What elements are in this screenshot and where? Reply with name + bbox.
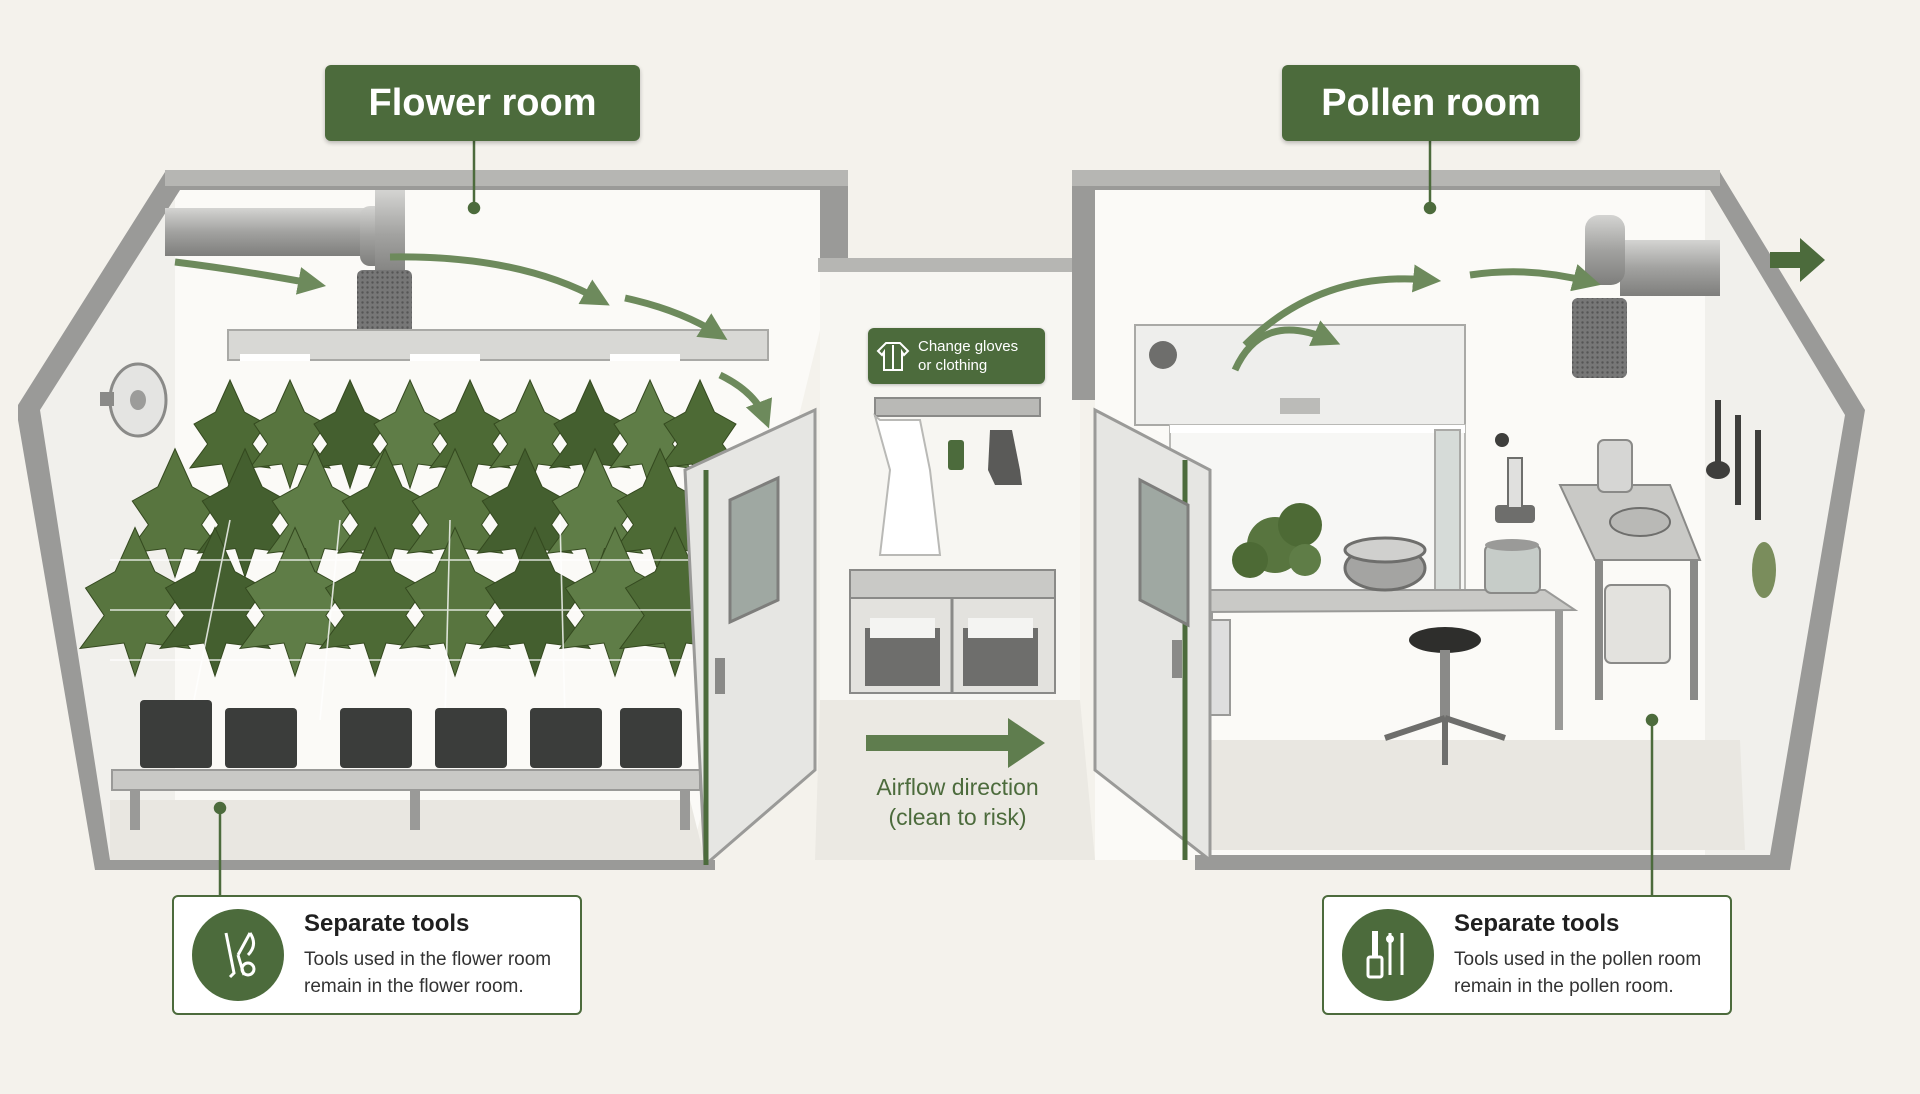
trellis-net	[110, 519, 700, 721]
work-glove	[988, 430, 1022, 485]
pollen-room-title: Pollen room	[1282, 65, 1580, 141]
sign-text-line1: Change gloves	[918, 338, 1019, 355]
airflow-label: Airflow direction (clean to risk)	[850, 772, 1065, 832]
wall-fan	[100, 362, 168, 438]
flower-room-wall-top	[165, 170, 848, 186]
pollen-room-wall-top	[1072, 170, 1720, 186]
pollen-room	[1072, 170, 1865, 870]
anteroom	[815, 258, 1095, 860]
lab-coat	[873, 413, 942, 556]
pollen-room-floor	[1195, 740, 1745, 850]
utility-cart	[1558, 439, 1702, 700]
change-gloves-sign: Change gloves or clothing	[868, 328, 1045, 384]
coat-hook-rail	[873, 397, 1041, 556]
laminar-flow-hood	[1134, 324, 1466, 596]
airflow-arrow	[866, 718, 1045, 768]
microscope	[1495, 433, 1535, 523]
flower-tools-title: Separate tools	[304, 910, 470, 937]
flower-room-door	[683, 407, 817, 869]
flower-tools-text: Tools used in the flower room remain in …	[304, 949, 552, 997]
green-glove	[948, 440, 964, 470]
lab-stool	[1384, 627, 1506, 765]
brush-and-tweezers-icon	[1342, 909, 1434, 1001]
pollen-tools-title: Separate tools	[1454, 910, 1620, 937]
grow-lights	[227, 329, 769, 361]
plant-pots	[140, 700, 682, 768]
bench-plant	[1232, 503, 1322, 578]
pollen-tools-text: Tools used in the pollen room remain in …	[1454, 949, 1702, 997]
flower-room-duct	[165, 190, 412, 348]
flower-room	[18, 170, 848, 870]
leader-lines	[213, 141, 1659, 895]
flower-room-title: Flower room	[325, 65, 640, 141]
anteroom-wall-top	[818, 258, 1083, 272]
pollen-room-wall-frame	[1072, 172, 1865, 870]
exhaust-arrow	[1770, 238, 1825, 282]
airflow-curves	[174, 253, 1601, 429]
pollen-sieve	[1343, 536, 1427, 592]
storage-shelf	[849, 569, 1056, 694]
airflow-label-line2: (clean to risk)	[888, 804, 1027, 830]
jacket-icon	[868, 339, 918, 373]
wall-mounted-tools	[1706, 400, 1776, 598]
cannabis-plants	[78, 378, 742, 678]
glass-jar	[1484, 539, 1541, 594]
flower-room-tools-box: Separate tools Tools used in the flower …	[172, 895, 582, 1015]
airflow-label-line1: Airflow direction	[876, 774, 1039, 800]
grow-bench	[111, 769, 701, 830]
pollen-room-tools-box: Separate tools Tools used in the pollen …	[1322, 895, 1732, 1015]
pruning-shears-icon	[192, 909, 284, 1001]
pollen-room-door	[1093, 407, 1212, 864]
sign-text-line2: or clothing	[918, 357, 988, 374]
flower-room-floor	[110, 800, 705, 860]
